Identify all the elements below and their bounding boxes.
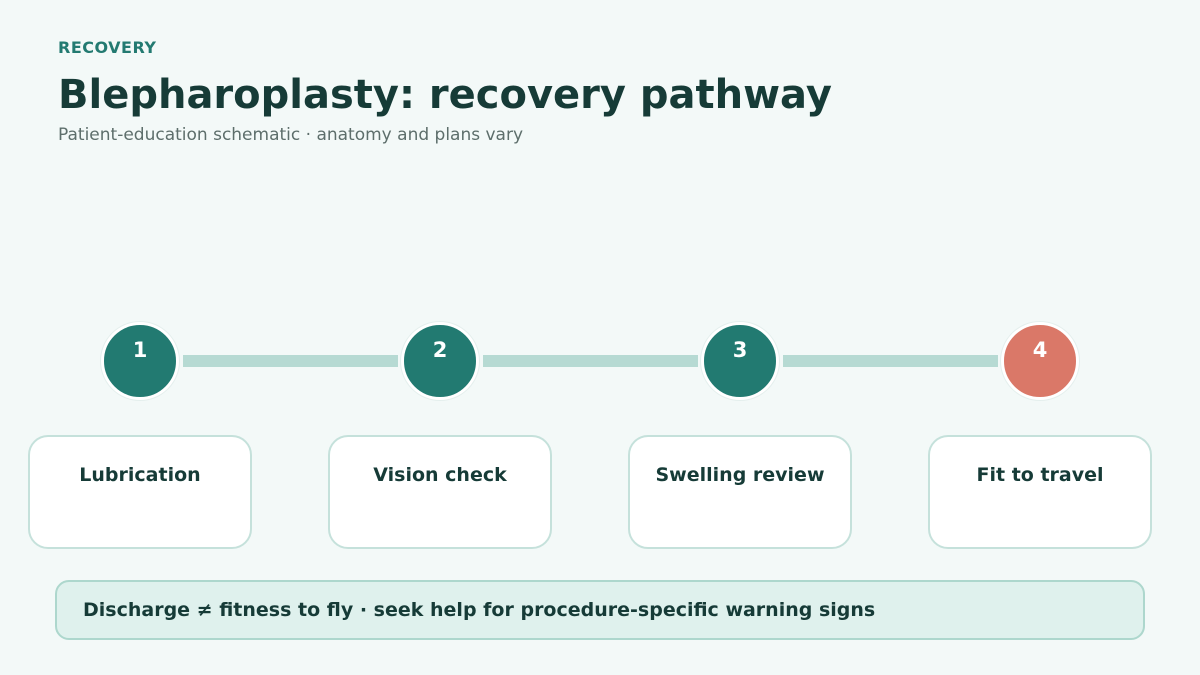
step-2-card: Vision check — [328, 435, 552, 549]
connector-3-4 — [783, 355, 998, 367]
step-1-label: Lubrication — [79, 464, 201, 486]
step-4-label: Fit to travel — [976, 464, 1104, 486]
step-3-circle: 3 — [701, 322, 779, 400]
step-3-number: 3 — [732, 338, 748, 362]
step-4-number: 4 — [1032, 338, 1048, 362]
connector-1-2 — [183, 355, 398, 367]
step-1-number: 1 — [132, 338, 148, 362]
section-eyebrow: RECOVERY — [58, 38, 157, 57]
step-4-circle: 4 — [1001, 322, 1079, 400]
step-2-label: Vision check — [373, 464, 507, 486]
step-1-card: Lubrication — [28, 435, 252, 549]
step-3-label: Swelling review — [655, 464, 825, 486]
step-3-card: Swelling review — [628, 435, 852, 549]
warning-note-text: Discharge ≠ fitness to fly · seek help f… — [83, 599, 876, 621]
step-4-card: Fit to travel — [928, 435, 1152, 549]
warning-note: Discharge ≠ fitness to fly · seek help f… — [55, 580, 1145, 640]
page-subtitle: Patient-education schematic · anatomy an… — [58, 125, 524, 145]
page-title: Blepharoplasty: recovery pathway — [58, 72, 832, 118]
step-2-number: 2 — [432, 338, 448, 362]
step-1-circle: 1 — [101, 322, 179, 400]
step-2-circle: 2 — [401, 322, 479, 400]
connector-2-3 — [483, 355, 698, 367]
